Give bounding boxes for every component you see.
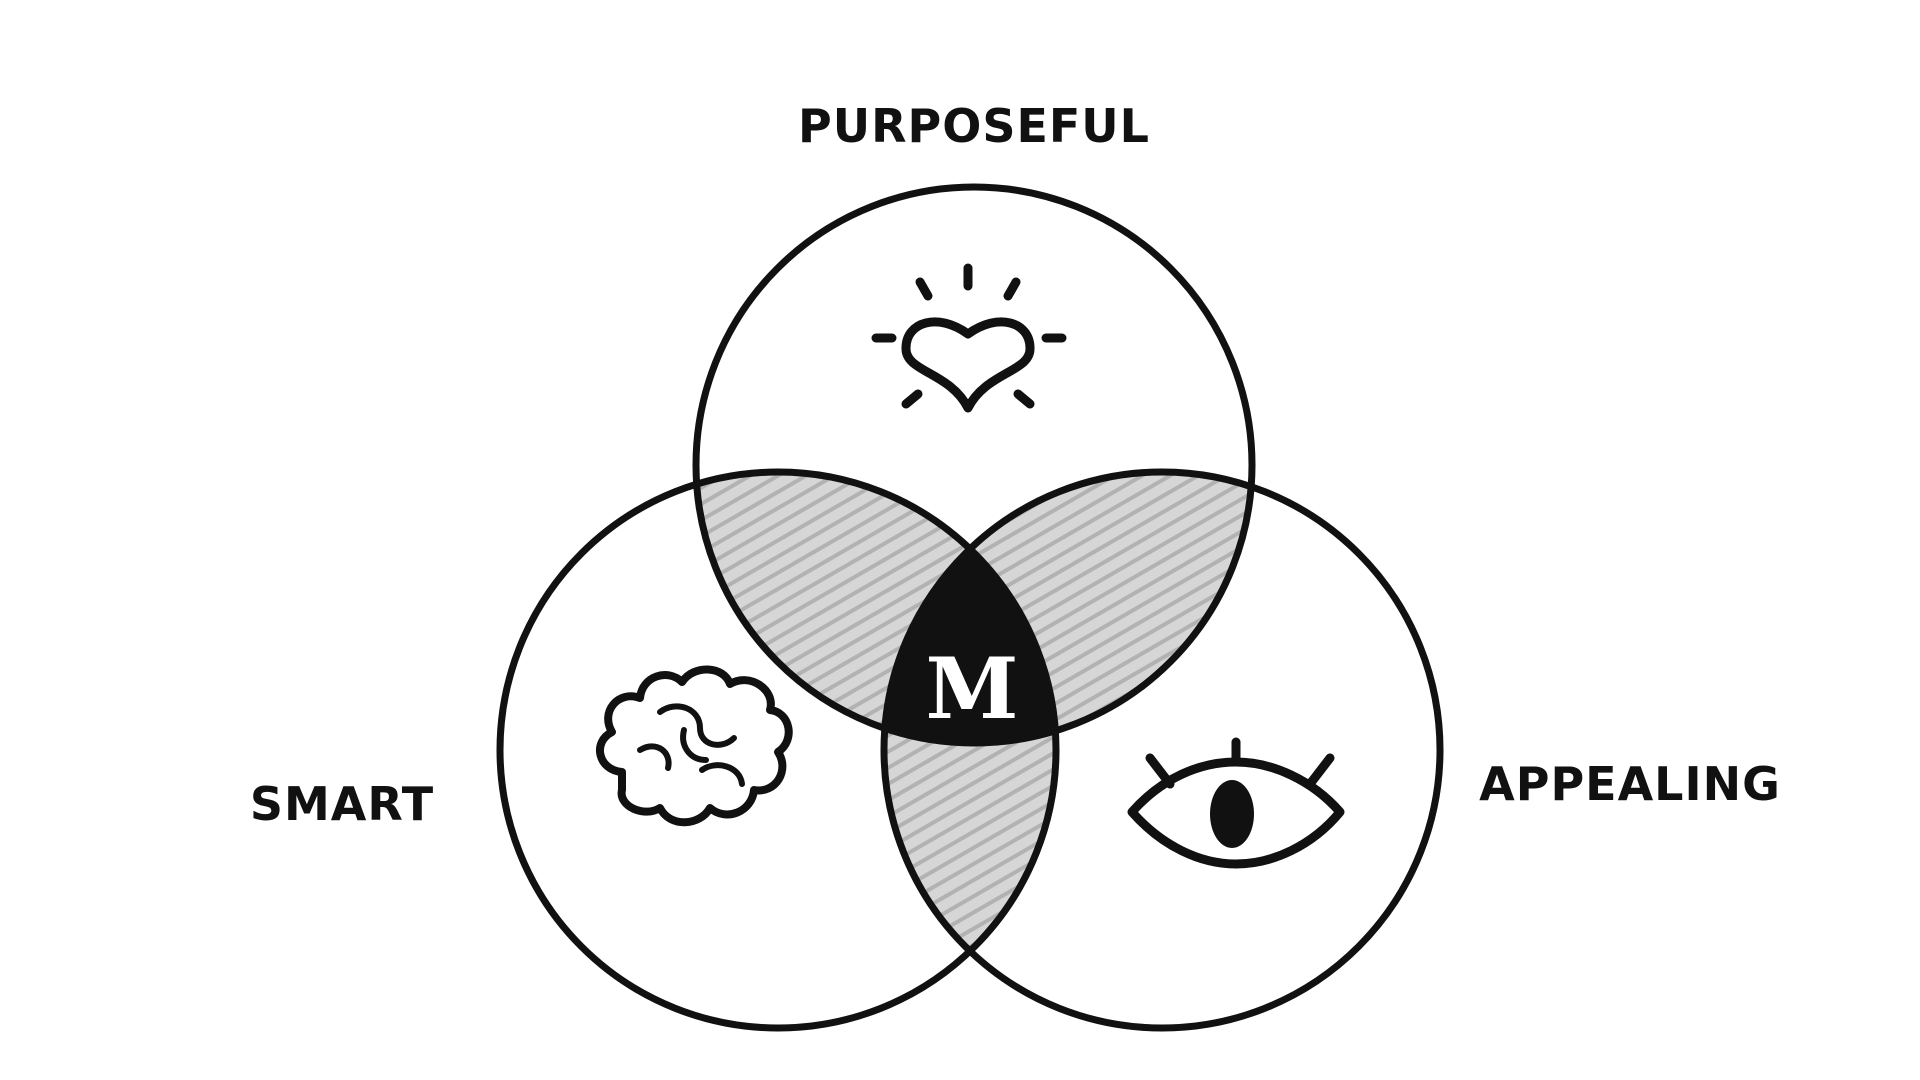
circle-smart (496, 468, 1060, 1032)
center-logo-letter: M (926, 639, 1019, 738)
label-smart: SMART (250, 777, 434, 831)
eye-pupil (1210, 780, 1254, 848)
eye-icon (1127, 737, 1345, 869)
overlap-purposeful-appealing (884, 472, 1252, 743)
label-appealing: APPEALING (1479, 757, 1781, 811)
circle-appealing (880, 468, 1444, 1032)
circle-purposeful (692, 183, 1256, 747)
overlap-purposeful-smart (696, 472, 1056, 743)
brain-icon (596, 665, 793, 827)
label-purposeful: PURPOSEFUL (798, 99, 1150, 153)
heart-rays-icon (871, 263, 1067, 413)
